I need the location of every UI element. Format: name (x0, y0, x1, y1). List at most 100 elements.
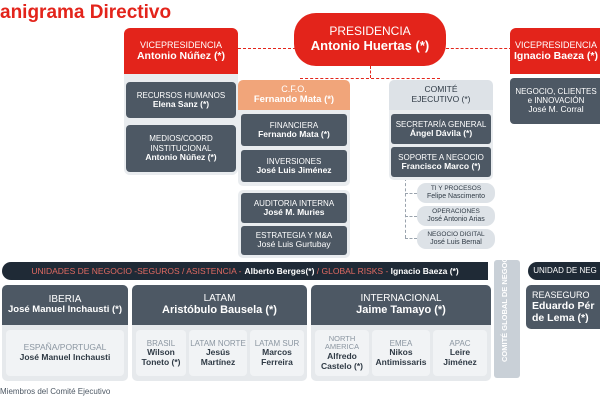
reaseguro-title: REASEGURO (532, 289, 590, 300)
audit-unit-estrategia[interactable]: ESTRATEGIA Y M&A José Luis Gurtubay (241, 226, 347, 255)
right-business-bar[interactable]: UNIDAD DE NEG (528, 262, 600, 280)
intl-sub-emea-name: Nikos (389, 346, 413, 357)
intl-sub-apac[interactable]: APAC Leire Jiménez (433, 330, 487, 376)
comite-unit-soporte-title: SOPORTE A NEGOCIO (398, 152, 484, 162)
business-units-bar[interactable]: UNIDADES DE NEGOCIO -SEGUROS / ASISTENCI… (2, 262, 488, 280)
latam-sub-brasil[interactable]: BRASIL Wilson Toneto (*) (136, 330, 186, 376)
vp-right-name: Ignacio Baeza (*) (513, 50, 599, 63)
comite-unit-soporte-name: Francisco Marco (*) (401, 160, 481, 171)
comite-global-label: COMITÉ GLOBAL DE NEGOCIOS (500, 244, 509, 362)
right-unit-negocio[interactable]: NEGOCIO, CLIENTES e INNOVACIÓN José M. C… (510, 78, 600, 124)
intl-sub-emea[interactable]: EMEA Nikos Antimissaris (372, 330, 430, 376)
reaseguro-box[interactable]: REASEGURO Eduardo Pér de Lema (*) (526, 285, 600, 329)
region-internacional[interactable]: INTERNACIONAL Jaime Tamayo (*) (311, 285, 491, 325)
comite-global-column (494, 260, 520, 378)
ops-unit-operaciones-title: OPERACIONES (432, 208, 480, 216)
latam-sub-sur-name: Marcos (262, 346, 292, 357)
region-internacional-title: INTERNACIONAL (360, 292, 442, 304)
audit-unit-auditoria-title: AUDITORIA INTERNA (253, 198, 335, 208)
connector-ops-operaciones (405, 216, 417, 217)
connector-presidencia-down (370, 66, 371, 78)
ops-unit-ti-name: Felipe Nascimento (427, 192, 485, 200)
region-latam-title: LATAM (203, 292, 236, 304)
cfo-unit-financiera[interactable]: FINANCIERA Fernando Mata (*) (241, 114, 347, 146)
comite-unit-secretaria-title: SECRETARÍA GENERAL (395, 119, 487, 129)
audit-unit-estrategia-title: ESTRATEGIA Y M&A (255, 231, 333, 241)
vp-left-box[interactable]: VICEPRESIDENCIA Antonio Núñez (*) (124, 28, 238, 74)
ops-unit-digital-title: NEGOCIO DIGITAL (427, 231, 485, 239)
latam-sub-brasil-name: Wilson (147, 346, 175, 357)
business-bar-name2: Ignacio Baeza (*) (390, 266, 459, 276)
iberia-sub-espana-name: José Manuel Inchausti (19, 352, 111, 362)
latam-sub-brasil-title: BRASIL (146, 338, 176, 348)
right-bar-label: UNIDAD DE NEG (533, 266, 597, 276)
vp-left-name: Antonio Núñez (*) (136, 50, 226, 63)
cfo-unit-inversiones-title: INVERSIONES (266, 156, 322, 166)
comite-unit-secretaria[interactable]: SECRETARÍA GENERAL Ángel Dávila (*) (391, 114, 491, 144)
connector-ops-ti (405, 193, 417, 194)
intl-sub-emea-name2: Antimissaris (375, 356, 427, 367)
audit-unit-auditoria-name: José M. Muries (263, 206, 325, 217)
left-unit-medios-name: Antonio Núñez (*) (145, 151, 217, 162)
cfo-unit-inversiones-name: José Luis Jiménez (256, 164, 332, 175)
right-unit-title2: e INNOVACIÓN (527, 96, 585, 106)
comite-title2: EJECUTIVO (*) (411, 94, 471, 104)
intl-sub-north-america-title: NORTH (328, 333, 356, 343)
region-iberia-title: IBERIA (48, 293, 82, 305)
intl-sub-apac-name: Leire (449, 346, 471, 357)
iberia-sub-espana-title: ESPAÑA/PORTUGAL (23, 342, 107, 353)
latam-sub-sur-title: LATAM SUR (254, 338, 300, 348)
presidencia-title: PRESIDENCIA (329, 24, 411, 39)
footnote: Miembros del Comité Ejecutivo (0, 387, 111, 396)
ops-unit-ti[interactable]: TI Y PROCESOS Felipe Nascimento (417, 183, 495, 203)
connector-cfo-comite (300, 78, 440, 79)
ops-unit-digital[interactable]: NEGOCIO DIGITAL José Luis Bernal (417, 229, 495, 249)
left-unit-hr-name: Elena Sanz (*) (152, 98, 210, 109)
cfo-box[interactable]: C.F.O. Fernando Mata (*) (238, 80, 350, 110)
vp-right-box[interactable]: VICEPRESIDENCIA Ignacio Baeza (*) (510, 28, 600, 74)
intl-sub-apac-title: APAC (449, 338, 471, 348)
ops-unit-digital-name: José Luis Bernal (430, 238, 482, 246)
region-latam-name: Aristóbulo Bausela (*) (162, 304, 277, 317)
region-iberia-name: José Manuel Inchausti (*) (7, 304, 123, 316)
latam-sub-brasil-name2: Toneto (*) (141, 356, 181, 367)
cfo-title: C.F.O. (281, 84, 307, 95)
latam-sub-norte[interactable]: LATAM NORTE Jesús Martínez (189, 330, 247, 376)
ops-unit-ti-title: TI Y PROCESOS (430, 185, 482, 193)
left-unit-medios-title2: INSTITUCIONAL (150, 143, 212, 153)
intl-sub-emea-title: EMEA (389, 338, 413, 348)
ops-unit-operaciones-name: José Antonio Arias (427, 215, 485, 223)
left-unit-hr[interactable]: RECURSOS HUMANOS Elena Sanz (*) (126, 82, 236, 118)
business-bar-name1: Alberto Berges(*) (244, 266, 315, 276)
vp-right-title: VICEPRESIDENCIA (514, 39, 598, 50)
connector-ops-vertical (405, 178, 406, 238)
comite-box[interactable]: COMITÉ EJECUTIVO (*) (389, 80, 493, 110)
comite-unit-soporte[interactable]: SOPORTE A NEGOCIO Francisco Marco (*) (391, 147, 491, 177)
audit-unit-auditoria[interactable]: AUDITORIA INTERNA José M. Muries (241, 193, 347, 223)
intl-sub-north-america-name: Alfredo (327, 350, 357, 361)
latam-sub-norte-name2: Martínez (200, 356, 236, 367)
cfo-unit-financiera-title: FINANCIERA (269, 120, 319, 130)
vp-left-title: VICEPRESIDENCIA (139, 39, 223, 50)
ops-unit-operaciones[interactable]: OPERACIONES José Antonio Arias (417, 206, 495, 226)
business-bar-mid: / GLOBAL RISKS - (314, 266, 391, 276)
business-bar-label: UNIDADES DE NEGOCIO -SEGUROS / ASISTENCI… (31, 266, 242, 276)
intl-sub-north-america-title2: AMERICA (324, 342, 360, 352)
latam-sub-sur[interactable]: LATAM SUR Marcos Ferreira (250, 330, 304, 376)
intl-sub-north-america[interactable]: NORTH AMERICA Alfredo Castelo (*) (315, 330, 369, 376)
presidencia-box[interactable]: PRESIDENCIA Antonio Huertas (*) (294, 13, 446, 66)
presidencia-name: Antonio Huertas (*) (310, 37, 430, 53)
latam-sub-norte-name: Jesús (205, 346, 231, 357)
iberia-sub-espana[interactable]: ESPAÑA/PORTUGAL José Manuel Inchausti (6, 330, 124, 376)
cfo-unit-inversiones[interactable]: INVERSIONES José Luis Jiménez (241, 150, 347, 182)
connector-presidencia-vp-left (238, 48, 296, 49)
comite-unit-secretaria-name: Ángel Dávila (*) (409, 127, 473, 138)
comite-title: COMITÉ (424, 84, 458, 95)
reaseguro-name: Eduardo Pér (532, 300, 595, 313)
left-unit-medios[interactable]: MEDIOS/COORD INSTITUCIONAL Antonio Núñez… (126, 125, 236, 172)
region-iberia[interactable]: IBERIA José Manuel Inchausti (*) (2, 285, 128, 325)
left-unit-medios-title: MEDIOS/COORD (149, 134, 213, 144)
region-internacional-name: Jaime Tamayo (*) (356, 304, 446, 317)
cfo-unit-financiera-name: Fernando Mata (*) (258, 128, 330, 139)
region-latam[interactable]: LATAM Aristóbulo Bausela (*) (132, 285, 307, 325)
